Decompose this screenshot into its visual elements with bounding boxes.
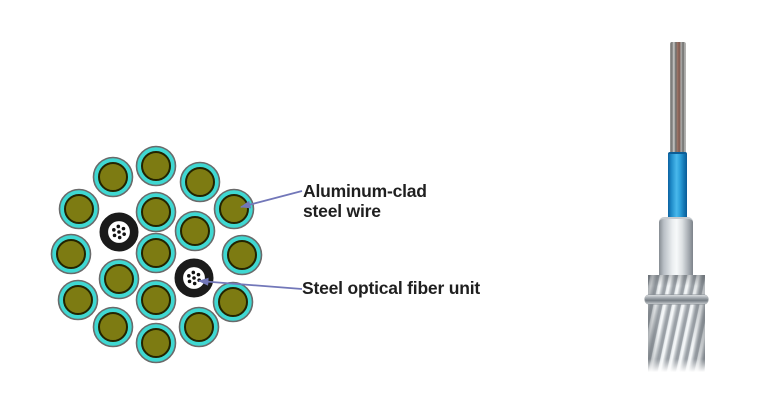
label-line-1: Aluminum-clad [303,181,427,201]
aluminum-clad-steel-wire [57,279,99,321]
aluminum-clad-steel-wire [58,188,100,230]
label-steel-optical-fiber-unit: Steel optical fiber unit [302,278,481,298]
cross-section-svg [50,145,303,364]
leader-line [240,190,303,209]
cable-blue-fiber-tube [668,152,687,218]
cable-stranded-wires [646,275,707,375]
label-line-2: steel wire [303,200,381,221]
leaders-layer [198,190,303,290]
cable-clamp-band [645,295,708,304]
aluminum-clad-steel-wire [135,191,177,233]
steel-optical-fiber-unit [99,212,139,252]
cable-inner-steel-wire [670,42,686,154]
aluminum-clad-steel-wire [92,306,134,348]
aluminum-clad-steel-wire [221,234,263,276]
aluminum-clad-steel-wire [135,279,177,321]
aluminum-clad-steel-wire [135,322,177,364]
wires-layer [50,145,263,364]
aluminum-clad-steel-wire [174,210,216,252]
aluminum-clad-steel-wire [179,161,221,203]
aluminum-clad-steel-wire [135,145,177,187]
aluminum-clad-steel-wire [213,188,255,230]
aluminum-clad-steel-wire [178,306,220,348]
label-aluminum-clad-steel-wire: Aluminum-clad steel wire [303,181,427,221]
aluminum-clad-steel-wire [50,233,92,275]
aluminum-clad-steel-wire [92,156,134,198]
aluminum-clad-steel-wire [212,281,254,323]
cable-metal-tube [659,217,693,276]
aluminum-clad-steel-wire [135,232,177,274]
steel-optical-fiber-unit [174,258,214,298]
leader-line [198,277,303,290]
aluminum-clad-steel-wire [98,258,140,300]
